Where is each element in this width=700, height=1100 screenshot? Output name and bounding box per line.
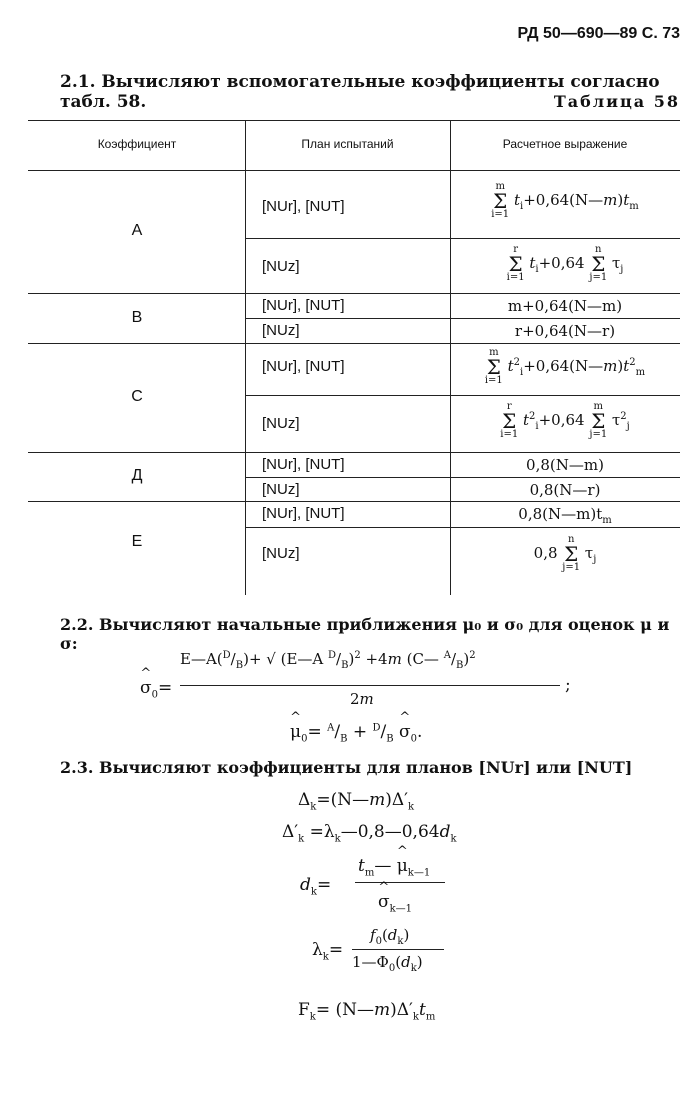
plan-cell: [NUz] <box>262 258 300 275</box>
coef-C: C <box>131 388 143 405</box>
delta-prime-formula: Δ′k =λk—0,8—0,64dk <box>282 822 457 845</box>
subrow-rule <box>245 318 680 319</box>
coef-A: A <box>131 222 143 239</box>
sigma0-denominator: 2m <box>350 690 374 708</box>
subrow-rule <box>245 238 680 239</box>
expr-E1: 0,8(N—m)tm <box>518 505 612 526</box>
subrow-rule <box>245 477 680 478</box>
plan-cell: [NUr], [NUT] <box>262 505 345 522</box>
col-header-plan: План испытаний <box>301 137 394 151</box>
plan-cell: [NUz] <box>262 322 300 339</box>
col-header-expr: Расчетное выражение <box>502 137 628 151</box>
page-header: РД 50—690—89 С. 73 <box>517 25 680 42</box>
coef-D: Д <box>131 467 143 484</box>
table-top-rule <box>28 120 680 121</box>
sigma0-fraction-line <box>180 685 560 686</box>
plan-cell: [NUr], [NUT] <box>262 297 345 314</box>
expr-B2: r+0,64(N—r) <box>514 322 616 340</box>
dk-denominator: σk—1 <box>378 880 412 914</box>
sigma0-lhs: σ0= <box>140 666 172 700</box>
row-rule <box>28 501 680 502</box>
row-rule <box>28 293 680 294</box>
lambda-lhs: λk= <box>312 940 344 963</box>
semicolon: ; <box>565 675 571 695</box>
delta-k-formula: Δk=(N—m)Δ′k <box>298 790 415 813</box>
col-divider-1 <box>245 120 246 595</box>
table-label: Таблица 58 <box>553 92 680 111</box>
dk-numerator: tm— μk—1 <box>358 844 430 878</box>
lambda-denominator: 1—Φ0(dk) <box>352 953 423 974</box>
plan-cell: [NUz] <box>262 415 300 432</box>
expr-D2: 0,8(N—r) <box>529 481 601 499</box>
table-header-rule <box>28 170 680 171</box>
plan-cell: [NUz] <box>262 545 300 562</box>
col-header-coef: Коэффициент <box>97 137 177 151</box>
col-divider-2 <box>450 120 451 595</box>
row-rule <box>28 343 680 344</box>
fk-formula: Fk= (N—m)Δ′ktm <box>298 1000 436 1023</box>
coef-E: E <box>131 533 143 550</box>
subrow-rule <box>245 527 680 528</box>
sigma0-numerator: E—A(D/B)+ √ (E—A D/B)2 +4m (C— A/B)2 <box>180 650 476 671</box>
section-2-2-title: 2.2. Вычисляют начальные приближения μ₀ … <box>60 615 670 653</box>
lambda-numerator: f0(dk) <box>370 926 410 947</box>
lambda-fraction-line <box>352 949 444 950</box>
row-rule <box>28 452 680 453</box>
dk-lhs: dk= <box>300 875 332 898</box>
plan-cell: [NUr], [NUT] <box>262 198 345 215</box>
expr-D1: 0,8(N—m) <box>526 456 604 474</box>
coef-B: B <box>131 309 143 326</box>
expr-B1: m+0,64(N—m) <box>507 297 623 315</box>
intro-text: 2.1. Вычисляют вспомогательные коэффицие… <box>60 72 660 112</box>
dk-fraction-line <box>355 882 445 883</box>
plan-cell: [NUz] <box>262 481 300 498</box>
subrow-rule <box>245 395 680 396</box>
mu0-formula: μ0= A/B + D/B σ0. <box>290 710 422 744</box>
section-2-3-title: 2.3. Вычисляют коэффициенты для планов [… <box>60 758 633 777</box>
plan-cell: [NUr], [NUT] <box>262 358 345 375</box>
plan-cell: [NUr], [NUT] <box>262 456 345 473</box>
